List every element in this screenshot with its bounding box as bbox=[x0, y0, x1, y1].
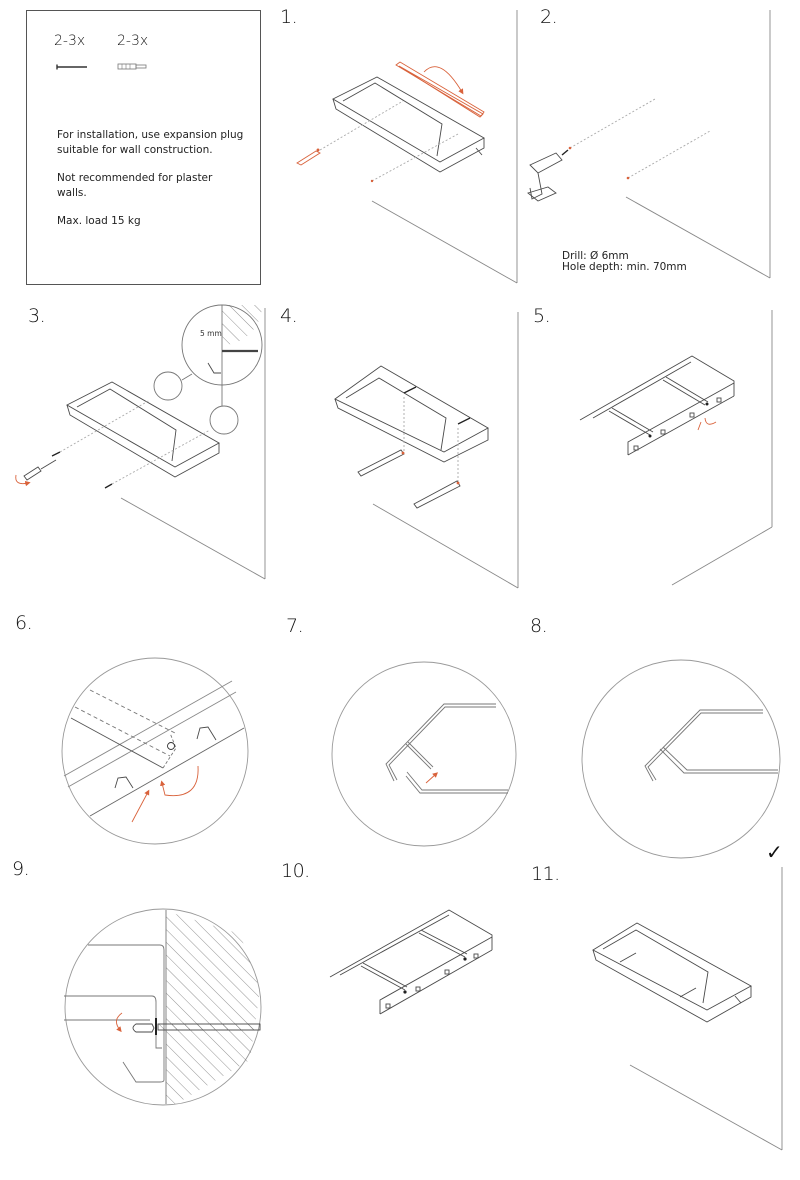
step-number-2: 2. bbox=[540, 6, 558, 28]
detail-magnifier bbox=[61, 657, 249, 845]
step-number-4: 4. bbox=[280, 305, 298, 327]
detail-magnifier bbox=[64, 908, 262, 1106]
plaster-warning: Not recommended for plaster walls. bbox=[57, 172, 213, 199]
gap-callout: 5 mm bbox=[200, 329, 222, 338]
frame-icon bbox=[329, 909, 493, 1015]
screw-icon bbox=[56, 64, 87, 70]
step-5-illustration bbox=[579, 310, 773, 586]
checkmark-icon: ✓ bbox=[766, 840, 783, 864]
plug-detail-circle bbox=[153, 371, 183, 401]
step-10-illustration bbox=[329, 909, 493, 1015]
shelf-icon bbox=[332, 76, 485, 173]
step-4-illustration bbox=[334, 312, 519, 589]
screw-quantity: 2-3x bbox=[54, 33, 86, 49]
frame-icon bbox=[579, 355, 735, 456]
drill-specification: Drill: Ø 6mm Hole depth: min. 70mm bbox=[562, 251, 687, 273]
step-number-5: 5. bbox=[533, 305, 551, 327]
wall-plug-icon bbox=[117, 63, 147, 70]
step-9-illustration bbox=[64, 908, 262, 1106]
detail-magnifier bbox=[181, 304, 263, 386]
step-11-illustration bbox=[592, 867, 783, 1151]
wall-floor-line bbox=[625, 196, 771, 279]
detail-magnifier bbox=[581, 659, 781, 859]
wall-floor-line bbox=[372, 503, 519, 589]
step-7-illustration bbox=[331, 661, 517, 847]
wall-floor-line bbox=[671, 526, 773, 586]
step-number-7: 7. bbox=[286, 615, 304, 637]
step-1-illustration bbox=[296, 10, 518, 284]
step-8-illustration bbox=[581, 659, 781, 859]
drill-diameter: Drill: Ø 6mm bbox=[562, 250, 629, 262]
screwdriver-icon bbox=[15, 459, 57, 487]
step-3-illustration bbox=[15, 304, 266, 580]
wall-floor-line bbox=[120, 497, 266, 580]
wall-floor-line bbox=[629, 1064, 783, 1151]
step-6-illustration bbox=[61, 657, 249, 845]
detail-magnifier bbox=[331, 661, 517, 847]
max-load-note: Max. load 15 kg bbox=[57, 215, 141, 227]
shelf-icon bbox=[592, 922, 752, 1023]
hole-depth: Hole depth: min. 70mm bbox=[562, 261, 687, 273]
parts-info-box: 2-3x 2-3x For installation, use expansio… bbox=[26, 10, 261, 285]
pencil-icon bbox=[296, 148, 321, 166]
wall-floor-line bbox=[371, 200, 518, 284]
step-number-10: 10. bbox=[281, 860, 310, 882]
shelf-icon bbox=[334, 365, 489, 463]
step-2-illustration bbox=[527, 10, 771, 279]
step-number-3: 3. bbox=[28, 305, 46, 327]
spirit-level-icon bbox=[395, 61, 485, 118]
step-number-8: 8. bbox=[530, 615, 548, 637]
plug-detail-circle bbox=[209, 405, 239, 435]
installation-note: For installation, use expansion plug sui… bbox=[57, 129, 244, 156]
step-number-1: 1. bbox=[280, 6, 298, 28]
drill-icon bbox=[527, 149, 569, 202]
step-number-6: 6. bbox=[15, 612, 33, 634]
bracket-icon bbox=[357, 449, 461, 509]
step-number-11: 11. bbox=[531, 863, 560, 885]
step-number-9: 9. bbox=[12, 858, 30, 880]
plug-quantity: 2-3x bbox=[117, 33, 149, 49]
shelf-icon bbox=[66, 381, 220, 478]
